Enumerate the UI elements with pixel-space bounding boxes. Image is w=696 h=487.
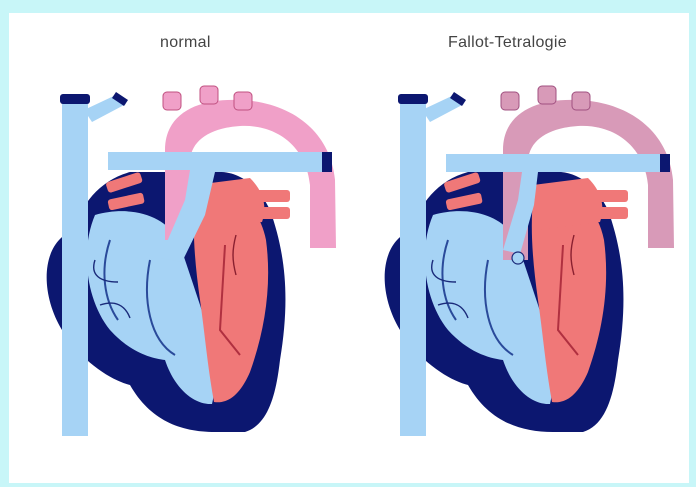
normal-heart [47, 86, 336, 436]
fallot-heart [385, 86, 674, 436]
